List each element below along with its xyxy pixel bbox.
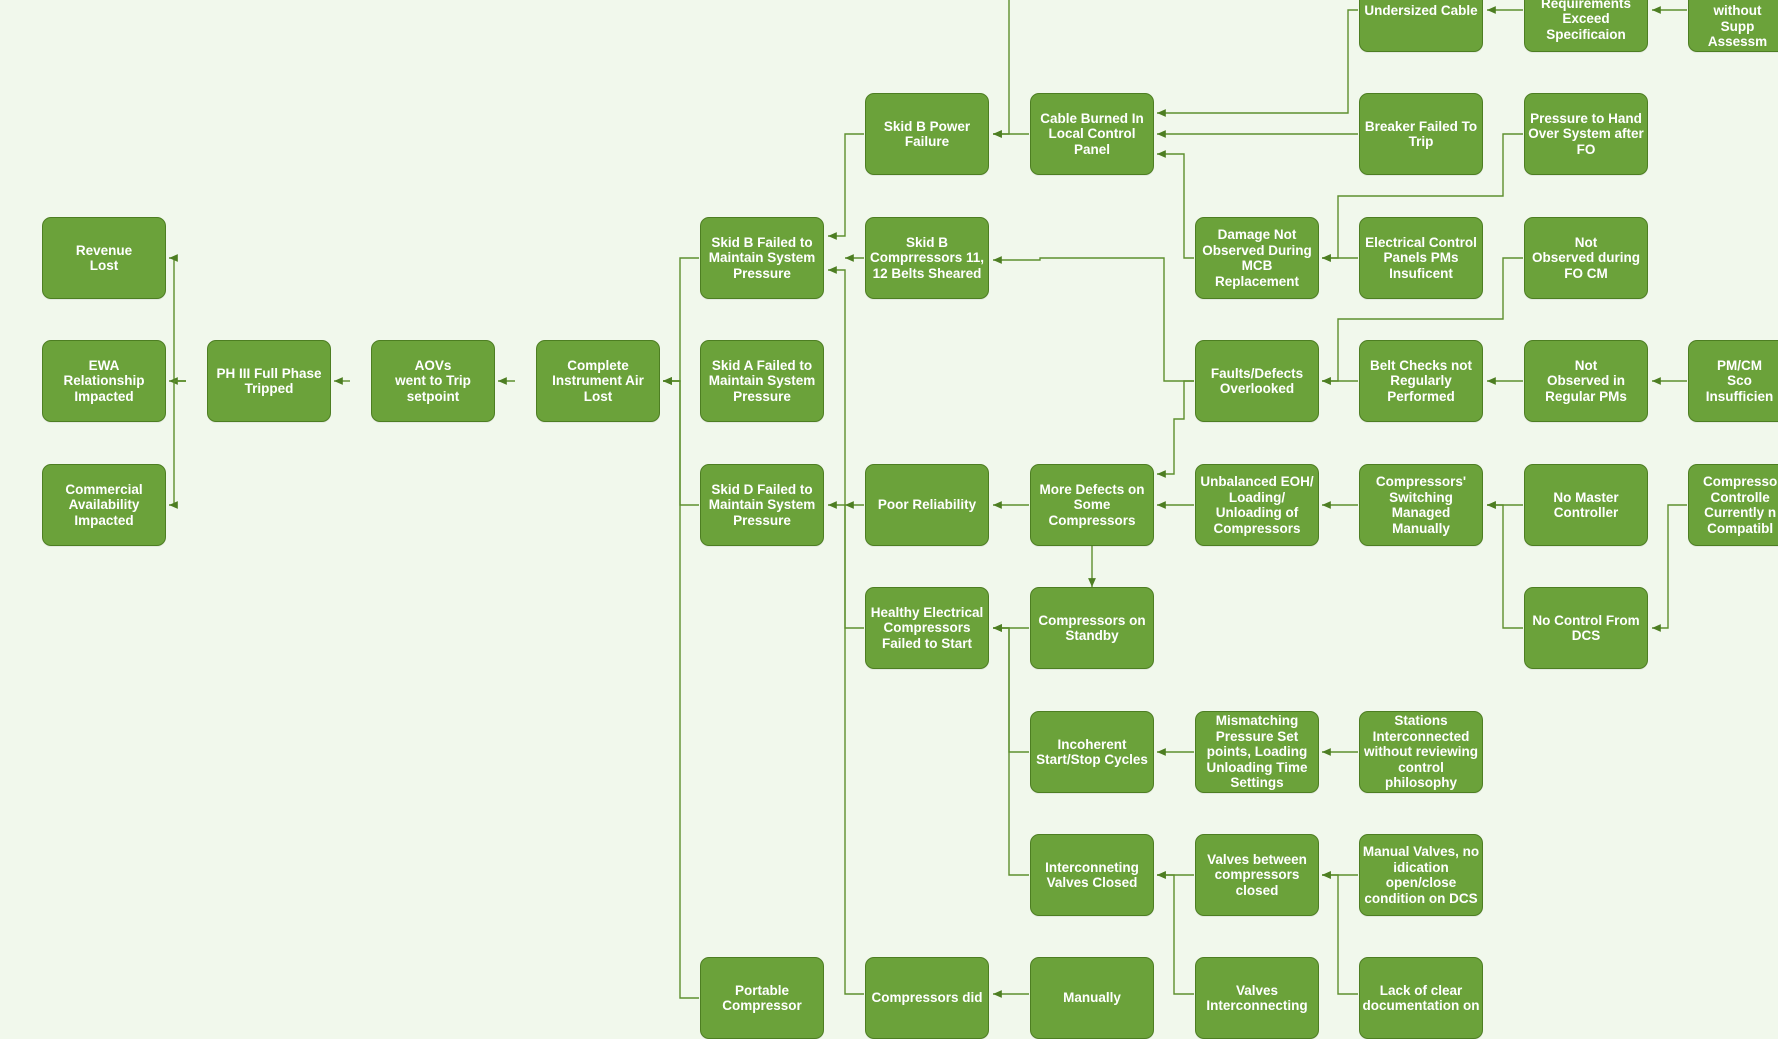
connector-arrow [1157, 380, 1194, 478]
connector-arrow [1652, 504, 1687, 632]
node-manually[interactable]: Manually [1030, 957, 1154, 1039]
connector-arrow [1157, 150, 1194, 259]
connector-arrow [1157, 871, 1194, 995]
connector-arrow [993, 0, 1010, 138]
node-valves-closed[interactable]: Interconneting Valves Closed [1030, 834, 1154, 916]
node-unbalanced-eoh[interactable]: Unbalanced EOH/ Loading/ Unloading of Co… [1195, 464, 1319, 546]
node-compressor-controller[interactable]: Compresso Controlle Currently n Compatib… [1688, 464, 1778, 546]
connector-arrow [663, 377, 699, 506]
connector-arrow [993, 624, 1029, 876]
connector-arrow [1487, 501, 1523, 629]
node-skid-a-failed[interactable]: Skid A Failed to Maintain System Pressur… [700, 340, 824, 422]
node-aovs-trip[interactable]: AOVs went to Trip setpoint [371, 340, 495, 422]
node-more-defects[interactable]: More Defects on Some Compressors [1030, 464, 1154, 546]
node-skid-d-failed[interactable]: Skid D Failed to Maintain System Pressur… [700, 464, 824, 546]
node-lack-documentation[interactable]: Lack of clear documentation on [1359, 957, 1483, 1039]
node-power-requirements[interactable]: Skid B Power Requirements Exceed Specifi… [1524, 0, 1648, 52]
connector-arrow [1322, 871, 1358, 995]
node-skid-b-belts-sheared[interactable]: Skid B Comprressors 11, 12 Belts Sheared [865, 217, 989, 299]
node-switching-manual[interactable]: Compressors' Switching Managed Manually [1359, 464, 1483, 546]
node-damage-not-observed[interactable]: Damage Not Observed During MCB Replaceme… [1195, 217, 1319, 299]
connector-arrow [663, 257, 699, 385]
node-ewa-relationship[interactable]: EWA Relationship Impacted [42, 340, 166, 422]
node-faults-overlooked[interactable]: Faults/Defects Overlooked [1195, 340, 1319, 422]
node-upgraded[interactable]: Upgraded in 2 without Supp Assessm [1688, 0, 1778, 52]
node-mismatching-setpoints[interactable]: Mismatching Pressure Set points, Loading… [1195, 711, 1319, 793]
node-revenue-lost[interactable]: Revenue Lost [42, 217, 166, 299]
connector-arrow [663, 377, 699, 999]
node-no-control-dcs[interactable]: No Control From DCS [1524, 587, 1648, 669]
node-valves-interconnecting[interactable]: Valves Interconnecting [1195, 957, 1319, 1039]
node-no-master-controller[interactable]: No Master Controller [1524, 464, 1648, 546]
node-cable-burned[interactable]: Cable Burned In Local Control Panel [1030, 93, 1154, 175]
root-cause-diagram: Revenue Lost EWA Relationship Impacted C… [42, 0, 1778, 1039]
node-undersized-cable[interactable]: Undersized Cable [1359, 0, 1483, 52]
node-stations-interconnected[interactable]: Stations Interconnected without reviewin… [1359, 711, 1483, 793]
node-poor-reliability[interactable]: Poor Reliability [865, 464, 989, 546]
node-portable-compressor[interactable]: Portable Compressor [700, 957, 824, 1039]
connector-arrow [828, 266, 864, 995]
connector-arrow [828, 501, 864, 629]
node-skid-b-failed[interactable]: Skid B Failed to Maintain System Pressur… [700, 217, 824, 299]
node-instrument-air-lost[interactable]: Complete Instrument Air Lost [536, 340, 660, 422]
node-commercial-availability[interactable]: Commercial Availability Impacted [42, 464, 166, 546]
node-compressors-did[interactable]: Compressors did [865, 957, 989, 1039]
connector-arrow [169, 380, 186, 509]
node-ph3-tripped[interactable]: PH III Full Phase Tripped [207, 340, 331, 422]
node-belt-checks[interactable]: Belt Checks not Regularly Performed [1359, 340, 1483, 422]
node-manual-valves[interactable]: Manual Valves, no idication open/close c… [1359, 834, 1483, 916]
node-breaker-failed[interactable]: Breaker Failed To Trip [1359, 93, 1483, 175]
connector-arrow [993, 256, 1194, 382]
node-skid-b-power-failure[interactable]: Skid B Power Failure [865, 93, 989, 175]
connector-lines [169, 0, 1687, 999]
connector-arrow [993, 624, 1029, 753]
node-pm-cm-scope[interactable]: PM/CM Sco Insufficien [1688, 340, 1778, 422]
node-electrical-pms[interactable]: Electrical Control Panels PMs Insuficent [1359, 217, 1483, 299]
node-compressors-standby[interactable]: Compressors on Standby [1030, 587, 1154, 669]
node-pressure-hand-over[interactable]: Pressure to Hand Over System after FO [1524, 93, 1648, 175]
node-incoherent-cycles[interactable]: Incoherent Start/Stop Cycles [1030, 711, 1154, 793]
node-healthy-compressors-failed[interactable]: Healthy Electrical Compressors Failed to… [865, 587, 989, 669]
node-valves-between[interactable]: Valves between compressors closed [1195, 834, 1319, 916]
node-not-observed-fo[interactable]: Not Observed during FO CM [1524, 217, 1648, 299]
connector-arrow [1157, 9, 1358, 117]
connector-arrow [1322, 257, 1523, 385]
connector-arrow [1322, 133, 1523, 262]
connector-arrow [828, 133, 864, 240]
connector-arrow [169, 254, 186, 382]
node-not-observed-pm[interactable]: Not Observed in Regular PMs [1524, 340, 1648, 422]
